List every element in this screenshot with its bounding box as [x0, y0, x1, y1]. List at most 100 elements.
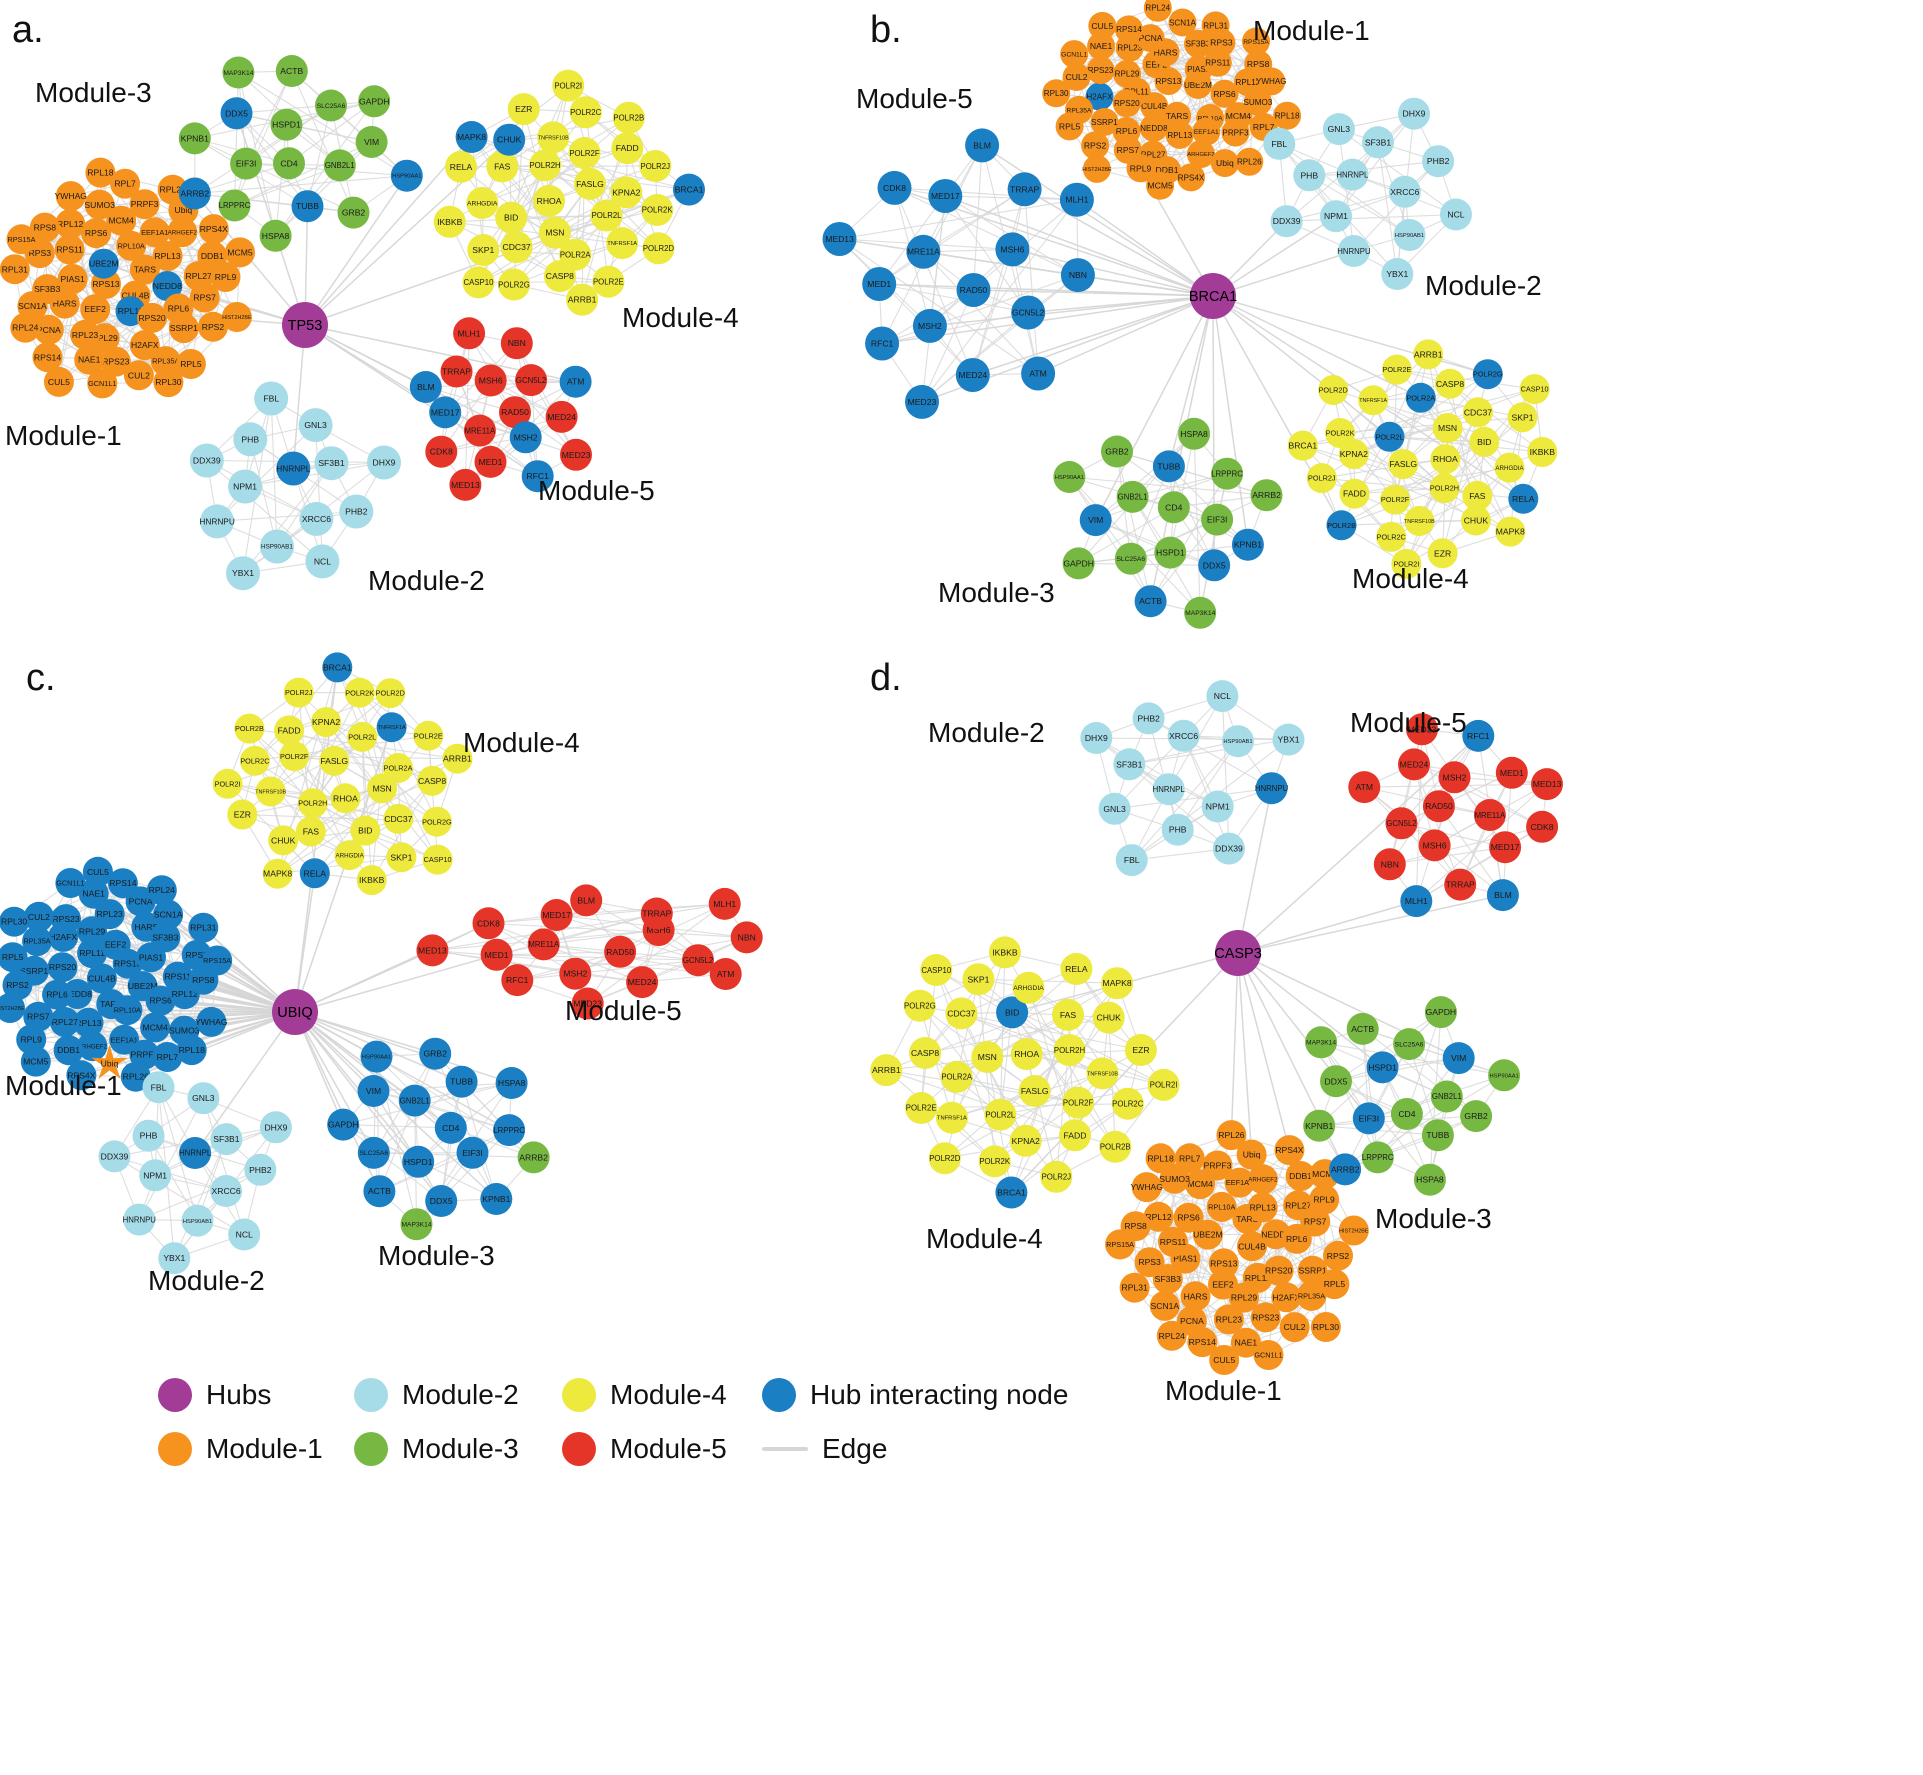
gene-node-label: NBN	[738, 932, 756, 942]
gene-node: MSH2	[509, 421, 542, 454]
gene-node-label: POLR2F	[1381, 495, 1410, 504]
gene-node: RPS2	[198, 311, 228, 342]
edge	[1096, 737, 1218, 807]
node-circle-icon	[870, 1054, 903, 1087]
gene-node: TNFRSF1A	[1358, 385, 1389, 416]
edge	[270, 398, 278, 547]
node-circle-icon	[877, 170, 912, 205]
gene-node: TNFRSF10B	[255, 776, 287, 807]
gene-node: CHUK	[268, 825, 299, 856]
gene-node: POLR2B	[612, 101, 645, 134]
gene-node-label: HNRNPU	[123, 1215, 157, 1224]
gene-node: MCM4	[106, 205, 137, 236]
gene-node-label: DDB1	[1156, 165, 1179, 175]
gene-node-label: RPL11	[79, 948, 105, 958]
legend-label: Module-1	[206, 1433, 323, 1464]
legend-label: Module-3	[402, 1433, 519, 1464]
gene-node: RPS2	[2, 970, 33, 1001]
node-circle-icon	[152, 271, 183, 301]
gene-node: GCN5L2	[1011, 295, 1046, 330]
gene-node: KPNA2	[311, 707, 342, 738]
node-circle-icon	[1352, 1102, 1385, 1135]
gene-node: TARS	[129, 254, 160, 285]
gene-node-label: RELA	[450, 162, 473, 172]
edge	[587, 936, 747, 1005]
gene-node: MAP3K14	[222, 56, 255, 89]
gene-node: POLR2B	[234, 713, 265, 744]
gene-node: FASLG	[1388, 449, 1419, 480]
gene-node-label: MCM4	[108, 216, 134, 226]
hub-node-label: CASP3	[1214, 946, 1262, 962]
legend-item-hub-interacting-node: Hub interacting node	[762, 1378, 1068, 1412]
gene-node-label: RPL30	[1044, 89, 1069, 98]
edge	[1416, 826, 1543, 902]
gene-node: MAPK8	[262, 858, 293, 889]
gene-node-label: RPL29	[1231, 1293, 1257, 1303]
gene-node-label: DDX39	[1273, 216, 1301, 226]
gene-node: RPS15A	[1242, 27, 1270, 56]
gene-node-label: FASLG	[320, 756, 348, 766]
gene-node: RPL5	[0, 942, 28, 973]
gene-node: GCN1L1	[1060, 40, 1089, 69]
module-label: Module-5	[565, 995, 682, 1026]
gene-node-label: RPL12	[1236, 78, 1261, 87]
gene-node-label: TARS	[1236, 1214, 1259, 1224]
node-circle-icon	[445, 150, 477, 183]
gene-node-label: POLR2L	[348, 732, 376, 741]
hub-edge	[1037, 295, 1214, 375]
edge	[1278, 143, 1410, 236]
gene-node: RPS14	[1187, 1327, 1218, 1358]
gene-node: SKP1	[1507, 402, 1538, 433]
node-circle-icon	[552, 69, 585, 102]
gene-node-label: SF3B3	[152, 932, 178, 942]
gene-node: ARRB1	[1413, 339, 1444, 370]
gene-node: GCN5L2	[682, 944, 714, 977]
gene-node-label: FAS	[303, 827, 320, 837]
gene-node: RPL5	[1319, 1269, 1350, 1300]
gene-node-label: RFC1	[506, 975, 529, 985]
node-circle-icon	[1338, 439, 1369, 470]
hub-edge	[294, 1011, 419, 1163]
gene-node: BRCA1	[995, 1176, 1028, 1209]
gene-node: RPL30	[1310, 1312, 1341, 1342]
hubs-swatch-icon	[158, 1378, 192, 1412]
node-circle-icon	[1139, 113, 1168, 142]
node-circle-icon	[1099, 1130, 1132, 1163]
gene-node-label: HNRNPU	[1255, 784, 1289, 793]
gene-node-label: RPL31	[2, 264, 28, 274]
gene-node: SLC25A6	[1114, 542, 1147, 575]
gene-node-label: HIST2H2BE	[1339, 1228, 1369, 1234]
hub-node: BRCA1	[1189, 273, 1237, 319]
gene-node: POLR2B	[1326, 510, 1357, 541]
edge	[839, 238, 1039, 374]
node-circle-icon	[1202, 1150, 1233, 1181]
gene-node: RAD50	[499, 396, 531, 429]
node-circle-icon	[158, 1242, 191, 1275]
node-circle-icon	[1293, 159, 1326, 192]
node-circle-icon	[626, 966, 659, 999]
edge	[878, 145, 983, 285]
edge	[1131, 848, 1229, 861]
gene-node-label: HSP90AA1	[1055, 475, 1084, 481]
node-circle-icon	[398, 1084, 431, 1117]
node-circle-icon	[1404, 506, 1435, 536]
gene-node-label: MED23	[573, 999, 602, 1009]
gene-node: PRPF3	[1202, 1150, 1233, 1181]
node-circle-icon	[507, 93, 540, 126]
gene-node-label: UBE2M	[128, 981, 158, 991]
gene-node: CASP8	[1435, 368, 1465, 399]
gene-node: LRPPRC	[1361, 1141, 1394, 1174]
gene-node-label: GCN1L1	[1254, 1351, 1282, 1360]
module-label: Module-4	[463, 727, 580, 758]
node-circle-icon	[347, 721, 378, 752]
gene-node-label: EEF1A1	[1226, 1178, 1253, 1187]
gene-node-label: RPS11	[164, 972, 191, 982]
gene-node: MED23	[1406, 713, 1438, 746]
node-circle-icon	[978, 1145, 1011, 1178]
gene-node-label: IKBKB	[437, 217, 463, 227]
gene-node-label: RPL13	[75, 1018, 101, 1028]
gene-node-label: DDX39	[193, 456, 221, 466]
node-circle-icon	[1167, 719, 1200, 752]
gene-node: HSPA8	[1178, 417, 1211, 450]
